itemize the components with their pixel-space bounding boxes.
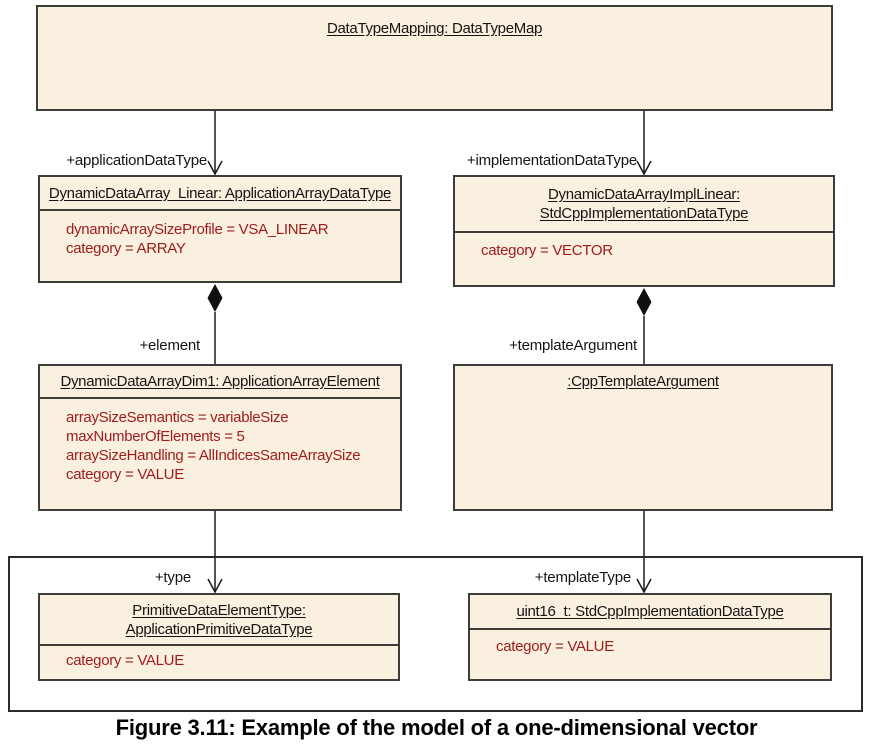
edge-label-type: +type (154, 569, 191, 586)
class-title-text: PrimitiveDataElementType: (132, 602, 306, 619)
compartment-separator (40, 397, 400, 399)
attribute-line: category = VECTOR (481, 242, 613, 259)
composition-diamond-icon (636, 288, 652, 316)
class-title: DataTypeMapping: DataTypeMap (38, 7, 831, 38)
class-title-text: DataTypeMapping: DataTypeMap (326, 20, 543, 37)
class-title: :CppTemplateArgument (455, 366, 831, 391)
attributes-compartment: category = VALUE (40, 646, 398, 670)
class-title-text: DynamicDataArrayImplLinear: (548, 186, 740, 203)
class-title-text: DynamicDataArrayDim1: ApplicationArrayEl… (60, 373, 380, 390)
class-box-uint16-t: uint16_t: StdCppImplementationDataType c… (468, 593, 832, 681)
composition-diamond-icon (207, 284, 223, 312)
class-title-text: :CppTemplateArgument (567, 373, 719, 390)
class-title: PrimitiveDataElementType: ApplicationPri… (40, 595, 398, 644)
open-arrowhead-icon (636, 160, 652, 176)
attributes-compartment: category = VECTOR (455, 233, 833, 260)
class-box-dynamic-data-array-dim1: DynamicDataArrayDim1: ApplicationArrayEl… (38, 364, 402, 511)
attributes-compartment: category = VALUE (470, 630, 830, 656)
attribute-line: category = VALUE (496, 638, 614, 655)
class-title: DynamicDataArrayDim1: ApplicationArrayEl… (40, 366, 400, 397)
attribute-line: maxNumberOfElements = 5 (66, 428, 245, 445)
attribute-line: category = VALUE (66, 652, 184, 669)
attributes-compartment: dynamicArraySizeProfile = VSA_LINEAR cat… (40, 211, 400, 258)
compartment-separator (455, 231, 833, 233)
attribute-line: arraySizeHandling = AllIndicesSameArrayS… (66, 447, 361, 464)
class-box-primitive-data-element-type: PrimitiveDataElementType: ApplicationPri… (38, 593, 400, 681)
edge-label-application-data-type: +applicationDataType (66, 152, 207, 169)
class-box-dynamic-data-array-linear: DynamicDataArray_Linear: ApplicationArra… (38, 175, 402, 283)
compartment-separator (40, 644, 398, 646)
attribute-line: category = VALUE (66, 466, 184, 483)
compartment-separator (470, 628, 830, 630)
attribute-line: category = ARRAY (66, 240, 186, 257)
figure-caption: Figure 3.11: Example of the model of a o… (115, 715, 758, 740)
class-box-dynamic-data-array-impl-linear: DynamicDataArrayImplLinear: StdCppImplem… (453, 175, 835, 287)
edge-label-element: +element (139, 337, 200, 354)
class-title-text: StdCppImplementationDataType (539, 205, 749, 222)
edge-label-template-argument: +templateArgument (509, 337, 637, 354)
class-title-text: DynamicDataArray_Linear: ApplicationArra… (48, 185, 392, 202)
attributes-compartment: arraySizeSemantics = variableSize maxNum… (40, 399, 400, 484)
class-box-cpp-template-argument: :CppTemplateArgument (453, 364, 833, 511)
attribute-line: dynamicArraySizeProfile = VSA_LINEAR (66, 221, 329, 238)
class-title-text: ApplicationPrimitiveDataType (125, 621, 313, 638)
compartment-separator (40, 209, 400, 211)
class-title: DynamicDataArray_Linear: ApplicationArra… (40, 177, 400, 209)
class-box-data-type-mapping: DataTypeMapping: DataTypeMap (36, 5, 833, 111)
open-arrowhead-icon (207, 160, 223, 176)
class-title: uint16_t: StdCppImplementationDataType (470, 595, 830, 628)
class-title: DynamicDataArrayImplLinear: StdCppImplem… (455, 177, 833, 231)
attribute-line: arraySizeSemantics = variableSize (66, 409, 289, 426)
edge-label-template-type: +templateType (534, 569, 631, 586)
edge-label-implementation-data-type: +implementationDataType (466, 152, 637, 169)
class-title-text: uint16_t: StdCppImplementationDataType (516, 603, 784, 620)
grouping-rectangle (8, 556, 863, 712)
